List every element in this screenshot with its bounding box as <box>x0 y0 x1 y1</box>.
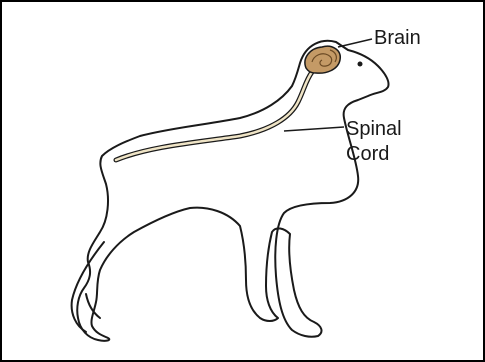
spinal-cord-label-line2: Cord <box>346 143 389 165</box>
dog-eye <box>358 62 363 67</box>
spinal-cord-fill <box>116 72 312 160</box>
dog-outline <box>77 41 388 341</box>
spinal-cord <box>116 72 312 160</box>
brain-label: Brain <box>374 27 421 49</box>
spinal-cord-label-line1: Spinal <box>346 118 402 140</box>
spinal-cord-leader-line <box>284 127 344 131</box>
brain-leader-line <box>338 39 372 47</box>
brain <box>305 46 340 73</box>
